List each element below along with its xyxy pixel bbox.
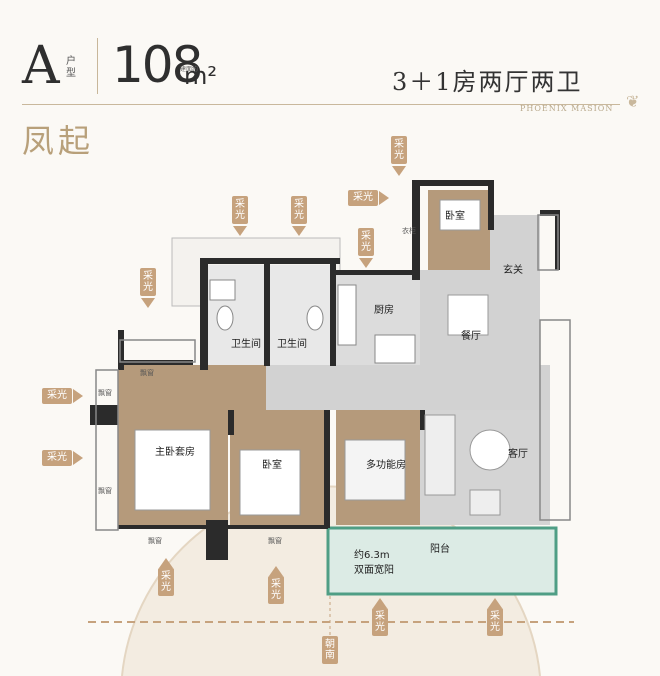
floorplan-name: 凤起	[22, 122, 95, 160]
bath2-toilet	[306, 305, 324, 331]
master-bed	[134, 429, 211, 511]
daylight-badge: 采光	[487, 608, 503, 636]
mid-bed	[239, 449, 301, 516]
balcony-outline	[326, 526, 558, 596]
label-bay-window-3: 飘窗	[98, 487, 112, 495]
brand-name: PHOENIX MASION	[520, 104, 614, 113]
arrow-down-icon	[359, 258, 373, 268]
room-master: 主卧套房	[155, 447, 195, 458]
brand-ornament-icon: ❦	[626, 92, 640, 111]
daylight-badge: 采光	[372, 608, 388, 636]
daylight-badge: 采光	[348, 190, 378, 206]
balcony-note-1: 约6.3m	[354, 550, 390, 561]
area-value: 108	[112, 36, 203, 94]
room-bedroom-top: 卧室	[445, 211, 465, 222]
orientation-badge: 朝南	[322, 636, 338, 664]
layout-description: 3＋1房两厅两卫	[392, 68, 583, 96]
label-bay-window-4: 飘窗	[148, 537, 162, 545]
dining-table	[447, 294, 489, 336]
arrow-down-icon	[292, 226, 306, 236]
room-entrance: 玄关	[503, 265, 523, 276]
header-divider	[97, 38, 98, 94]
top-bed	[439, 199, 481, 231]
header-rule	[22, 104, 620, 105]
daylight-badge: 采光	[268, 576, 284, 604]
entrance-floor	[490, 215, 540, 275]
sofa	[424, 414, 456, 496]
label-bay-window-2: 飘窗	[98, 389, 112, 397]
daylight-badge: 采光	[42, 388, 72, 404]
room-bedroom-mid: 卧室	[262, 460, 282, 471]
area-unit: m²	[184, 62, 217, 90]
dining-floor	[420, 270, 540, 410]
arrow-up-icon	[373, 598, 387, 608]
room-multi: 多功能房	[366, 460, 406, 471]
kitchen-counter	[337, 284, 357, 346]
label-bay-window-1: 飘窗	[140, 369, 154, 377]
room-bath2: 卫生间	[277, 339, 307, 350]
arrow-down-icon	[233, 226, 247, 236]
bath1-toilet	[216, 305, 234, 331]
unit-type-letter: A	[22, 36, 60, 96]
arrow-up-icon	[269, 566, 283, 576]
arrow-right-icon	[379, 191, 389, 205]
daylight-badge: 采光	[42, 450, 72, 466]
daylight-badge: 采光	[140, 268, 156, 296]
label-wardrobe: 衣柜	[402, 227, 416, 235]
arrow-down-icon	[392, 166, 406, 176]
room-balcony: 阳台	[430, 544, 450, 555]
daylight-badge: 采光	[232, 196, 248, 224]
room-bath1: 卫生间	[231, 339, 261, 350]
label-bay-window-5: 飘窗	[268, 537, 282, 545]
arrow-right-icon	[73, 389, 83, 403]
daylight-badge: 采光	[358, 228, 374, 256]
unit-type-label: 户型	[66, 56, 76, 79]
arrow-up-icon	[488, 598, 502, 608]
room-kitchen: 厨房	[374, 305, 394, 316]
arrow-down-icon	[141, 298, 155, 308]
arrow-up-icon	[159, 558, 173, 568]
daylight-badge: 采光	[391, 136, 407, 164]
multi-desk	[344, 439, 406, 501]
room-dining: 餐厅	[461, 331, 481, 342]
area-note: 建面约	[180, 66, 199, 73]
bath1-sink	[209, 279, 236, 301]
room-living: 客厅	[508, 449, 528, 460]
living-table	[469, 429, 511, 471]
armchair	[469, 489, 501, 516]
arrow-right-icon	[73, 451, 83, 465]
daylight-badge: 采光	[158, 568, 174, 596]
fridge	[374, 334, 416, 364]
balcony-note-2: 双面宽阳	[354, 565, 394, 576]
daylight-badge: 采光	[291, 196, 307, 224]
